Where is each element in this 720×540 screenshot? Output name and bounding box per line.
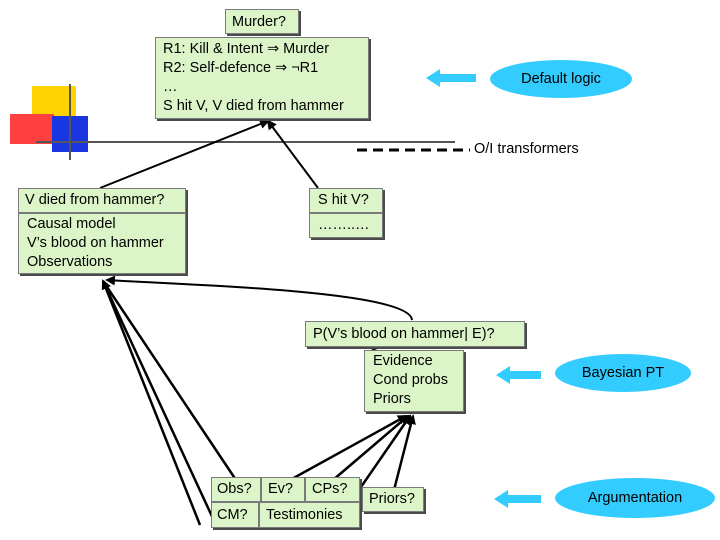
edge-shit-to-rules [266, 119, 319, 189]
died-detail-1: Causal model [27, 216, 116, 232]
label-argumentation: Argumentation [555, 478, 715, 518]
node-priors-label: Priors? [369, 491, 415, 507]
arrow-argumentation [494, 490, 541, 508]
node-rules: R1: Kill & Intent ⇒ Murder R2: Self-defe… [155, 37, 369, 119]
edge-ev-to-evidence [289, 414, 408, 482]
node-s-hit-v: S hit V? [309, 188, 383, 213]
default-logic-text: Default logic [521, 71, 601, 87]
node-evidence: Evidence Cond probs Priors [364, 350, 464, 412]
node-cps: CPs? [305, 477, 360, 502]
label-default-logic: Default logic [490, 60, 632, 98]
edge-died-to-rules [99, 119, 270, 189]
rule-line-3: … [163, 79, 178, 95]
edge-priors-to-evidence [392, 414, 416, 491]
node-died-label: V died from hammer? [25, 192, 165, 208]
node-murder-label: Murder? [232, 14, 286, 30]
rule-line-4: S hit V, V died from hammer [163, 98, 344, 114]
node-obs: Obs? [211, 477, 261, 502]
rule-line-2: R2: Self-defence ⇒ ¬R1 [163, 60, 319, 76]
label-bayesian-pt: Bayesian PT [555, 354, 691, 392]
died-detail-2: V’s blood on hammer [27, 235, 164, 251]
node-died-from-hammer: V died from hammer? [18, 188, 186, 213]
evidence-item-3: Priors [373, 391, 411, 407]
node-murder: Murder? [225, 9, 299, 34]
edge-cps-to-evidence [332, 414, 410, 481]
node-s-hit-v-label: S hit V? [318, 192, 369, 208]
evidence-item-1: Evidence [373, 353, 433, 369]
argumentation-text: Argumentation [587, 490, 683, 506]
node-testimonies: Testimonies [259, 502, 360, 528]
node-obs-label: Obs? [217, 481, 252, 497]
node-ev: Ev? [261, 477, 305, 502]
edge-obs-to-died [101, 279, 218, 526]
oi-transformers-text: O/I transformers [474, 141, 579, 157]
edge-testimonies-to-evidence [350, 414, 412, 501]
rule-line-1: R1: Kill & Intent ⇒ Murder [163, 41, 330, 57]
node-cps-label: CPs? [312, 481, 348, 497]
edge-cm-to-died [101, 280, 202, 526]
node-testimonies-label: Testimonies [266, 507, 343, 523]
node-cm-label: CM? [217, 507, 248, 523]
node-priors: Priors? [362, 487, 424, 512]
bayesian-pt-text: Bayesian PT [581, 365, 665, 381]
node-prob-query-label: P(V’s blood on hammer| E)? [313, 326, 495, 342]
node-cm: CM? [211, 502, 259, 528]
decor-red-square [10, 114, 54, 144]
decor-vertical-rule [69, 84, 71, 160]
died-detail-3: Observations [27, 254, 113, 270]
evidence-item-2: Cond probs [373, 372, 448, 388]
node-died-details: Causal model V’s blood on hammer Observa… [18, 213, 186, 274]
node-ev-label: Ev? [268, 481, 293, 497]
arrow-default-logic [426, 69, 476, 87]
node-s-hit-details-label: ……..… [318, 217, 370, 233]
node-s-hit-details: ……..… [309, 213, 383, 238]
edge-prob-to-died [105, 275, 413, 321]
arrow-bayesian [496, 366, 541, 384]
edge-ev-to-died [101, 280, 238, 481]
label-oi-transformers: O/I transformers [474, 141, 579, 157]
node-prob-query: P(V’s blood on hammer| E)? [305, 321, 525, 347]
